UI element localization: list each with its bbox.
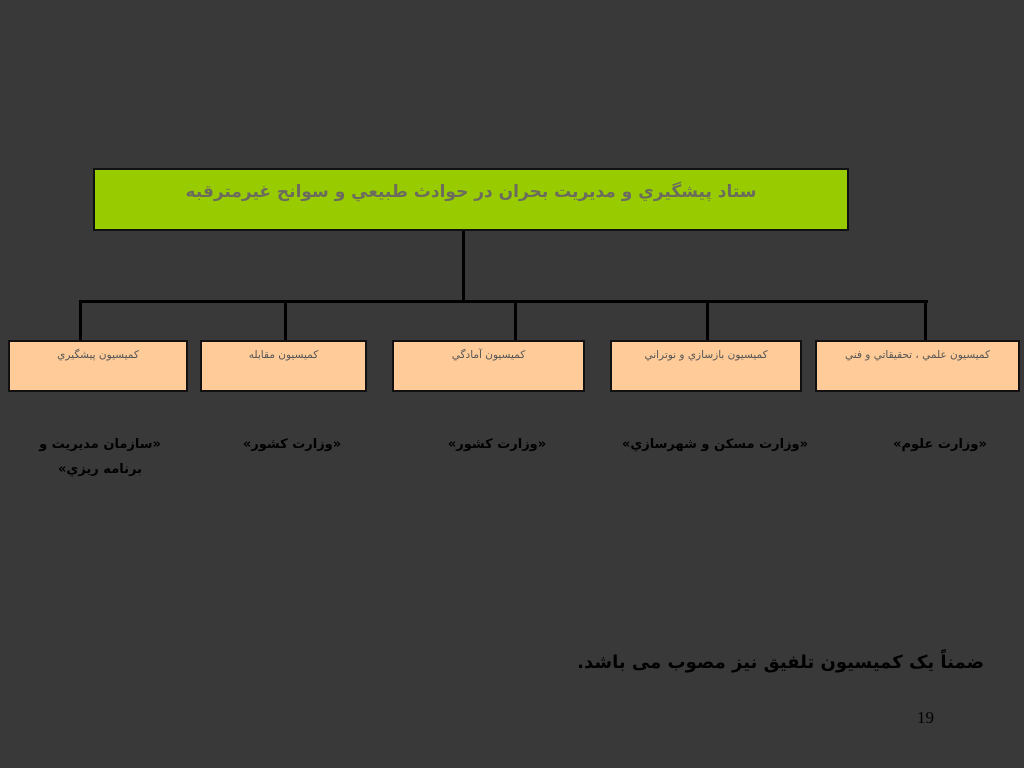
branch-line bbox=[514, 300, 517, 340]
headquarters-box: ستاد پيشگيري و مديريت بحران در حوادث طبي… bbox=[93, 168, 849, 231]
ministry-label: «وزارت علوم» bbox=[893, 437, 987, 452]
branch-line bbox=[79, 300, 82, 340]
commission-label: كميسيون علمي ، تحقيقاتي و فني bbox=[845, 349, 990, 361]
ministry-label: «سازمان مديريت و برنامه ريزي» bbox=[39, 437, 161, 477]
commission-box-scientific: كميسيون علمي ، تحقيقاتي و فني bbox=[815, 340, 1020, 392]
commission-box-preparedness: كميسيون آمادگي bbox=[392, 340, 585, 392]
branch-line bbox=[924, 300, 927, 340]
ministry-label: «وزارت كشور» bbox=[242, 437, 342, 452]
branch-line bbox=[706, 300, 709, 340]
horizontal-connector bbox=[79, 300, 928, 303]
commission-label: كميسيون بازسازي و نوتراني bbox=[644, 349, 768, 361]
page-number: 19 bbox=[917, 708, 934, 727]
commission-box-prevention: كميسيون پيشگيري bbox=[8, 340, 188, 392]
commission-label: كميسيون مقابله bbox=[248, 349, 319, 361]
commission-box-response: كميسيون مقابله bbox=[200, 340, 367, 392]
commission-label: كميسيون آمادگي bbox=[451, 349, 526, 361]
ministry-label: «وزارت مسكن و شهرسازي» bbox=[621, 437, 809, 452]
headquarters-title: ستاد پيشگيري و مديريت بحران در حوادث طبي… bbox=[185, 182, 757, 202]
ministry-label: «وزارت كشور» bbox=[447, 437, 547, 452]
commission-label: كميسيون پيشگيري bbox=[57, 349, 139, 361]
commission-box-reconstruction: كميسيون بازسازي و نوتراني bbox=[610, 340, 802, 392]
branch-line bbox=[284, 300, 287, 340]
footnote: ضمناً یک کمیسیون تلفیق نیز مصوب می باشد. bbox=[577, 652, 984, 673]
trunk-line bbox=[462, 231, 465, 302]
